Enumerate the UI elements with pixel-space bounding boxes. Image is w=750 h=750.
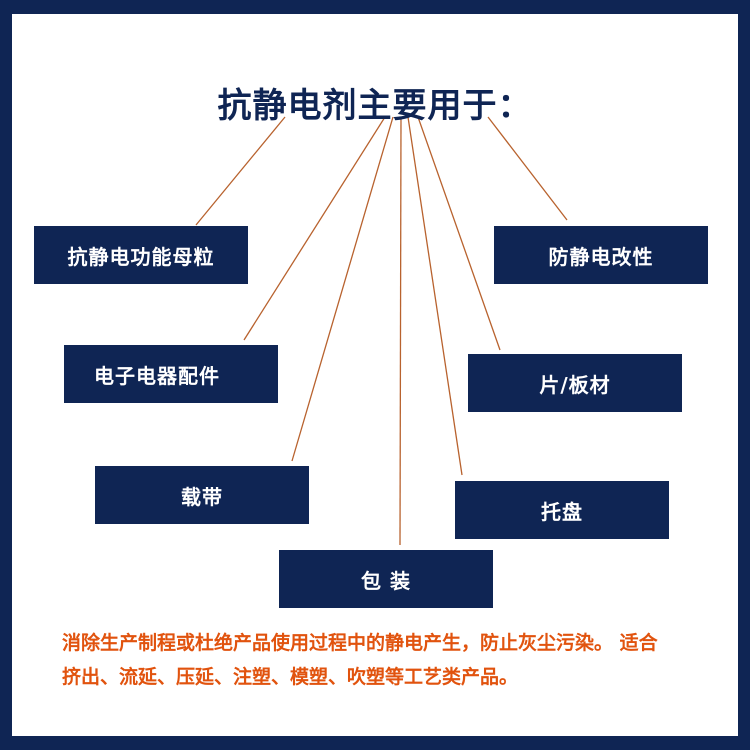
connector-line-electronics: [243, 116, 386, 341]
box-label: 防静电改性: [548, 244, 654, 269]
box-tray: 托盘: [455, 481, 669, 539]
connector-line-modification: [487, 116, 568, 221]
box-packaging: 包 装: [279, 550, 493, 608]
box-label: 载带: [181, 484, 223, 509]
diagram-title: 抗静电剂主要用于：: [217, 86, 533, 126]
usage-description: 消除生产制程或杜绝产品使用过程中的静电产生，防止灰尘污染。 适合挤出、流延、压延…: [62, 632, 658, 688]
box-label: 电子电器配件: [94, 363, 220, 388]
box-sheet-board: 片/板材: [468, 354, 682, 412]
box-label: 抗静电功能母粒: [67, 244, 215, 269]
box-label: 托盘: [541, 499, 583, 524]
connector-line-tray: [407, 116, 463, 476]
connector-line-packaging: [399, 116, 402, 546]
connector-line-masterbatch: [195, 116, 286, 226]
box-label: 片/板材: [539, 372, 611, 397]
box-label: 包 装: [361, 568, 411, 593]
connector-line-sheet: [417, 116, 501, 351]
box-antistatic-masterbatch: 抗静电功能母粒: [34, 226, 248, 284]
connector-line-carrier-tape: [291, 116, 394, 462]
box-electronic-parts: 电子电器配件: [64, 345, 278, 403]
box-carrier-tape: 载带: [95, 466, 309, 524]
box-antistatic-modification: 防静电改性: [494, 226, 708, 284]
